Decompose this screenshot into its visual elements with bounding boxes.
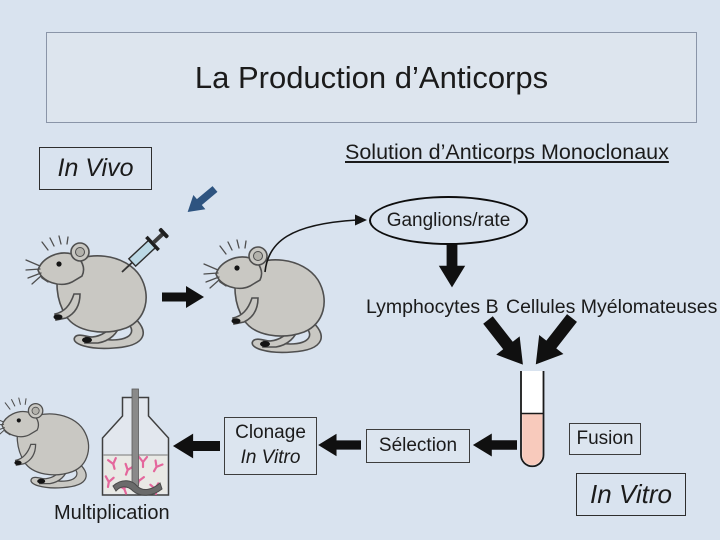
- in-vitro-badge: In Vitro: [576, 473, 686, 516]
- arrow-tube-to-selection: [472, 433, 517, 457]
- clonage-label-line2: In Vitro: [240, 447, 301, 468]
- arrow-mouse-to-mouse: [162, 286, 204, 308]
- node-ganglions: Ganglions/rate: [369, 196, 528, 245]
- node-clonage: Clonage In Vitro: [224, 417, 317, 475]
- arrow-selection-to-clonage: [318, 433, 361, 457]
- injection-arrow-icon: [181, 181, 222, 220]
- node-fusion: Fusion: [569, 423, 641, 455]
- in-vivo-label: In Vivo: [57, 154, 134, 182]
- arrow-mouse-to-ganglions: [264, 214, 367, 273]
- node-selection: Sélection: [366, 429, 470, 463]
- mouse-injected: [25, 235, 147, 350]
- in-vitro-label: In Vitro: [590, 479, 672, 509]
- arrow-clonage-to-flask: [172, 433, 220, 459]
- selection-label: Sélection: [378, 435, 458, 456]
- multiplication-label: Multiplication: [54, 502, 170, 524]
- lymphocytes-label: Lymphocytes B: [366, 296, 499, 318]
- in-vivo-badge: In Vivo: [39, 147, 152, 190]
- mouse-immunized: [203, 239, 325, 354]
- syringe-icon: [121, 227, 169, 273]
- arrow-lymphocytes-to-tube: [476, 310, 535, 374]
- fusion-label: Fusion: [576, 428, 634, 449]
- clonage-label-line1: Clonage: [235, 422, 306, 444]
- slide-title-text: La Production d’Anticorps: [194, 59, 549, 95]
- section-heading: Solution d’Anticorps Monoclonaux: [345, 140, 669, 164]
- mouse-multiplication: [0, 397, 90, 489]
- stirred-flask-icon: [101, 388, 170, 496]
- ganglions-label: Ganglions/rate: [386, 209, 511, 231]
- test-tube-icon: [520, 371, 545, 468]
- slide-title: La Production d’Anticorps: [46, 32, 697, 123]
- cellules-label: Cellules Myélomateuses: [506, 296, 718, 318]
